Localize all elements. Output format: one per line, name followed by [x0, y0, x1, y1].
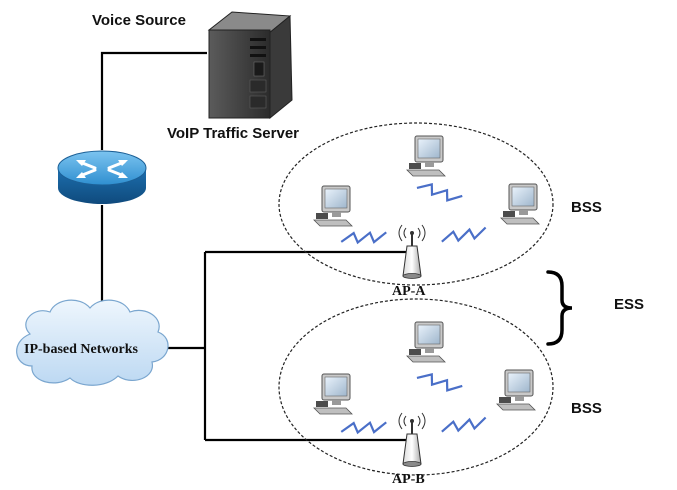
- wireless-signal-icon: [414, 180, 465, 204]
- wireless-signal-icon: [414, 370, 465, 394]
- bss-top-boundary: [278, 122, 554, 286]
- computer-icon: [406, 321, 446, 363]
- cloud-icon: [16, 299, 169, 386]
- router-icon: [57, 150, 147, 204]
- computer-icon: [500, 183, 540, 225]
- bss-bottom-boundary: [278, 298, 554, 476]
- bss-bottom-label: BSS: [571, 400, 602, 417]
- computer-icon: [496, 369, 536, 411]
- network-label: IP-based Networks: [24, 342, 138, 357]
- computer-icon: [313, 373, 353, 415]
- wireless-signal-icon: [338, 225, 389, 250]
- computer-icon: [313, 185, 353, 227]
- wireless-signal-icon: [438, 220, 489, 250]
- ess-label: ESS: [614, 296, 644, 313]
- server-icon: [207, 11, 293, 120]
- ap-b-label: AP-B: [392, 472, 425, 487]
- server-label: VoIP Traffic Server: [167, 125, 299, 142]
- wireless-signal-icon: [338, 415, 389, 440]
- voice-source-label: Voice Source: [92, 12, 186, 29]
- ap-a-label: AP-A: [392, 284, 426, 299]
- server-router-link: [100, 51, 207, 150]
- wireless-signal-icon: [438, 410, 489, 440]
- computer-icon: [406, 135, 446, 177]
- bss-top-label: BSS: [571, 199, 602, 216]
- brace-icon: [546, 270, 573, 346]
